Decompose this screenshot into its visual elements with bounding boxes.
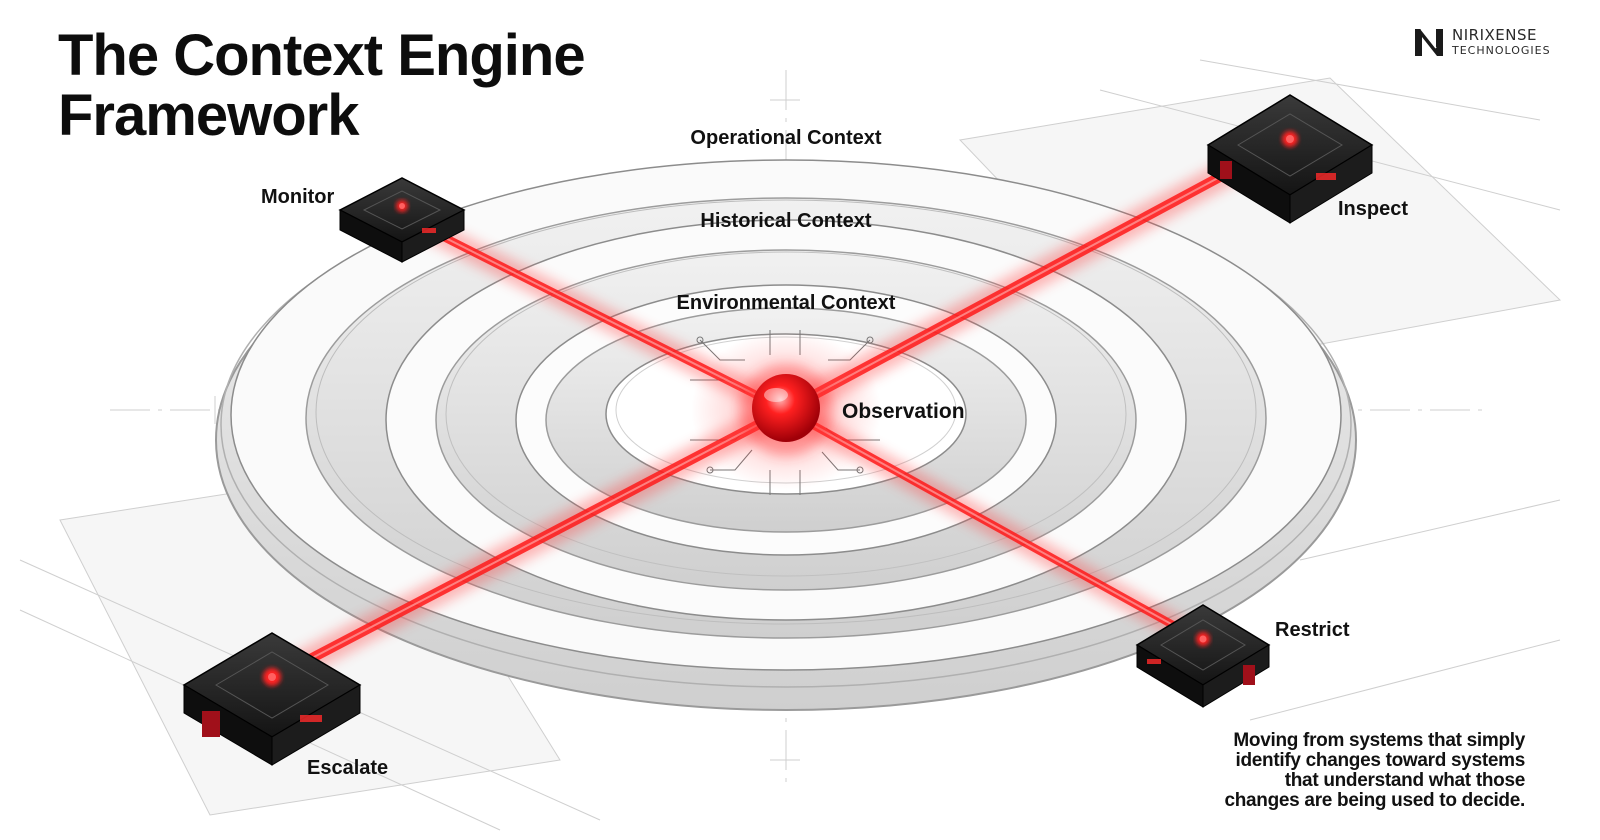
node-label-inspect: Inspect bbox=[1338, 198, 1409, 220]
core-label-observation: Observation bbox=[842, 400, 965, 423]
tagline-line-4: changes are being used to decide. bbox=[1224, 790, 1525, 811]
ring-label-operational: Operational Context bbox=[690, 127, 882, 149]
title-line-2: Framework bbox=[58, 83, 359, 148]
node-label-restrict: Restrict bbox=[1275, 619, 1350, 641]
device-monitor bbox=[338, 177, 466, 263]
nirixense-logo-mark-icon bbox=[1415, 28, 1443, 56]
device-restrict bbox=[1135, 604, 1271, 708]
brand-name: NIRIXENSE bbox=[1452, 26, 1537, 44]
tagline: Moving from systems that simply identify… bbox=[1195, 731, 1525, 811]
ring-label-historical: Historical Context bbox=[700, 210, 872, 232]
observation-core bbox=[691, 330, 881, 490]
device-escalate bbox=[182, 632, 362, 766]
brand-logo: NIRIXENSE TECHNOLOGIES bbox=[1412, 26, 1551, 58]
tagline-line-3: that understand what those bbox=[1284, 770, 1526, 791]
title-line-1: The Context Engine bbox=[58, 23, 586, 88]
brand-subtitle: TECHNOLOGIES bbox=[1452, 44, 1551, 57]
tagline-line-1: Moving from systems that simply bbox=[1233, 730, 1525, 751]
ring-label-environmental: Environmental Context bbox=[676, 292, 896, 314]
tagline-line-2: identify changes toward systems bbox=[1235, 750, 1525, 771]
node-label-escalate: Escalate bbox=[307, 757, 389, 779]
device-inspect bbox=[1206, 94, 1374, 224]
node-label-monitor: Monitor bbox=[261, 186, 335, 208]
page-title: The Context Engine Framework bbox=[58, 23, 586, 148]
